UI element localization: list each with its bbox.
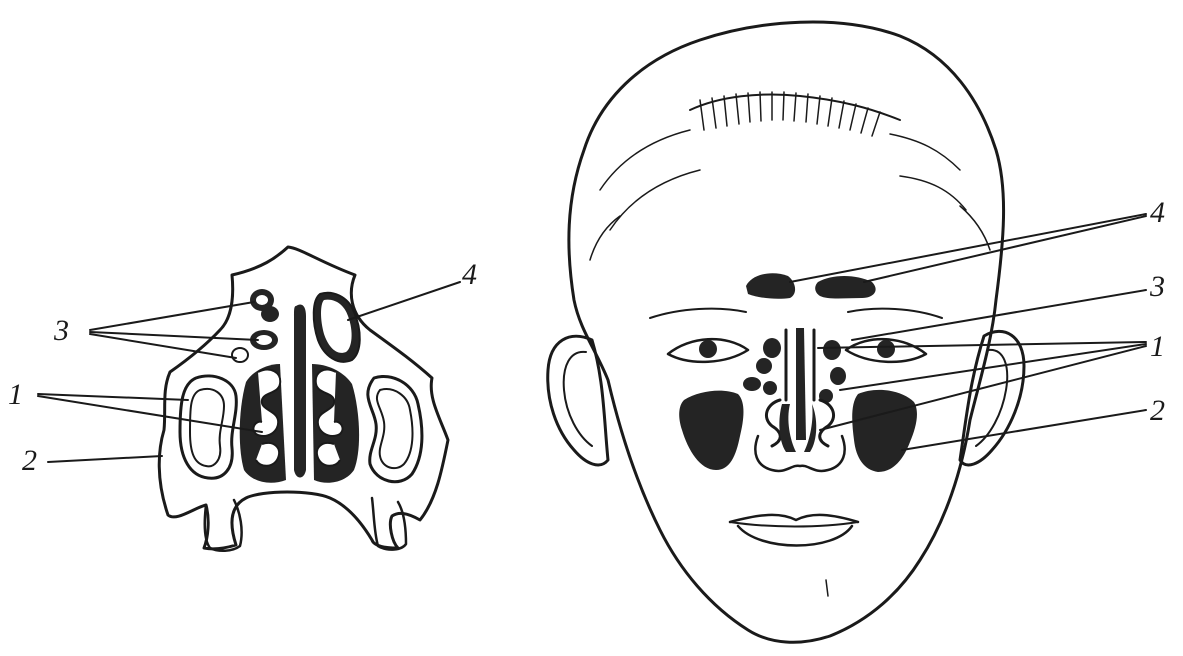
left-ear-inner <box>564 352 592 446</box>
nose-outline <box>755 436 844 471</box>
face-label-2: 2 <box>1150 394 1165 427</box>
chin-mark <box>826 580 828 596</box>
mouth-line <box>730 522 858 527</box>
left-label-1: 1 <box>8 378 23 411</box>
maxillary-sinus-right-inner <box>377 389 413 468</box>
face-label-4: 4 <box>1150 196 1165 229</box>
right-ear-inner <box>976 350 1007 446</box>
left-label-4: 4 <box>462 258 477 291</box>
face-maxillary-sinus-right <box>852 390 917 472</box>
maxillary-sinus-right <box>368 376 422 481</box>
ethmoid-cell-2 <box>261 306 279 322</box>
face-frontal-sinus-right <box>815 276 875 299</box>
right-iris <box>877 340 895 358</box>
left-label-2: 2 <box>22 444 37 477</box>
ethmoid-cell-1-inner <box>256 295 268 305</box>
left-eyebrow <box>650 309 746 318</box>
nasal-septum <box>294 304 306 477</box>
left-iris <box>699 340 717 358</box>
right-eyebrow <box>848 309 942 318</box>
maxillary-sinus-left-inner <box>190 389 224 466</box>
face-label-1: 1 <box>1150 330 1165 363</box>
left-label-3: 3 <box>53 314 69 347</box>
face-label-3: 3 <box>1149 270 1165 303</box>
face-maxillary-sinus-left <box>679 391 743 470</box>
upper-lip <box>730 515 858 522</box>
right-ear <box>960 331 1024 465</box>
lower-lip <box>738 526 852 546</box>
hair <box>590 92 990 260</box>
face-illustration: 4 3 1 2 <box>548 22 1165 642</box>
face-frontal-sinus-left <box>746 273 795 299</box>
ethmoid-cell-4 <box>232 348 248 362</box>
skull-cross-section: 3 1 2 4 <box>8 247 477 551</box>
left-ear <box>548 336 608 465</box>
face-nasal-septum <box>796 328 806 440</box>
